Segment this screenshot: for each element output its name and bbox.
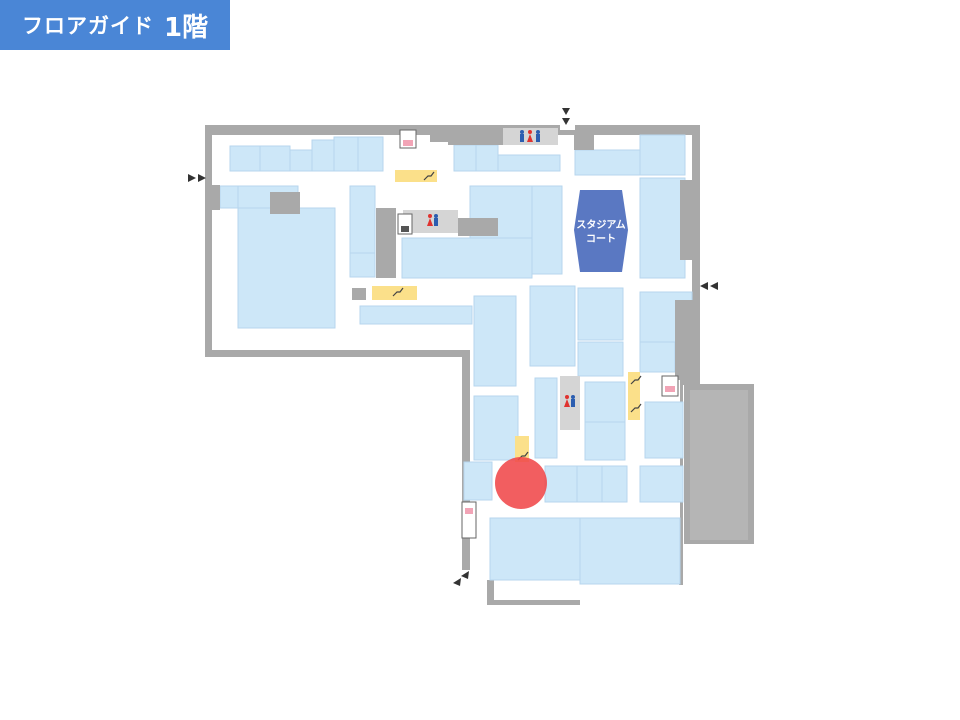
service-block xyxy=(210,185,220,210)
shop-block xyxy=(644,401,684,459)
shop-block xyxy=(574,149,641,176)
shop-block xyxy=(229,145,261,172)
shop-block xyxy=(529,285,576,367)
service-block xyxy=(680,180,700,260)
shop-block xyxy=(584,421,626,461)
shop-block xyxy=(639,134,686,176)
shop-block xyxy=(639,465,684,503)
service-areas xyxy=(210,130,700,380)
shop-block xyxy=(359,305,473,325)
escalator-icon xyxy=(392,287,404,297)
entrance-arrow-icon[interactable] xyxy=(188,174,196,182)
shop-block xyxy=(219,185,239,209)
restroom-male-body xyxy=(434,218,438,226)
shop-block xyxy=(473,295,517,387)
service-block xyxy=(574,130,594,150)
elevator-icon xyxy=(461,501,477,539)
shop-block xyxy=(601,465,628,503)
service-block xyxy=(270,192,300,214)
shop-block xyxy=(463,461,493,501)
shop-block xyxy=(311,139,335,172)
stadium-court-label-line2: コート xyxy=(586,233,616,245)
restroom-male-head xyxy=(520,130,524,134)
restroom-icons xyxy=(427,130,575,407)
shop-block xyxy=(577,341,624,377)
entrance-arrow-icon[interactable] xyxy=(461,571,469,579)
shop-block xyxy=(489,517,581,581)
shop-block xyxy=(357,136,384,172)
restroom-female-body xyxy=(427,218,433,226)
restroom-female-body xyxy=(564,399,570,407)
entrance-arrow-icon[interactable] xyxy=(710,282,718,290)
shop-block xyxy=(639,341,676,373)
facility-icons xyxy=(397,129,679,539)
restroom-male-body xyxy=(520,134,524,142)
entrance-arrow-icon[interactable] xyxy=(562,108,570,115)
escalator-icon xyxy=(423,171,435,181)
entrance-arrow-icon[interactable] xyxy=(700,282,708,290)
restroom-male-body xyxy=(536,134,540,142)
escalator-icon xyxy=(630,403,642,413)
current-location-marker xyxy=(495,457,547,509)
shop-block xyxy=(349,185,376,254)
elevator-icon xyxy=(401,226,409,232)
shop-block xyxy=(473,395,519,461)
elevator-icon xyxy=(403,140,413,146)
shop-block xyxy=(237,207,336,329)
restroom-icon xyxy=(564,395,575,407)
restroom-male-head xyxy=(571,395,575,399)
service-block xyxy=(376,208,396,278)
elevator-icon xyxy=(465,508,473,514)
service-block xyxy=(458,218,498,236)
service-block xyxy=(430,130,448,142)
shop-block xyxy=(259,145,291,172)
stadium-court-shape xyxy=(574,190,628,272)
stadium-court-label-line1: スタジアム xyxy=(576,219,625,231)
restroom-icon xyxy=(520,130,540,142)
restroom-icon xyxy=(427,214,438,226)
shop-block xyxy=(453,144,477,172)
floor-guide-title-text: フロアガイド xyxy=(22,14,154,38)
shop-block xyxy=(544,465,578,503)
shop-block xyxy=(333,136,359,172)
restroom-male-body xyxy=(571,399,575,407)
service-block xyxy=(448,130,503,145)
escalator-block xyxy=(395,170,437,182)
elevator-icon xyxy=(665,386,675,392)
restroom-female-body xyxy=(527,134,533,142)
restroom-male-head xyxy=(434,214,438,218)
entrance-arrows xyxy=(188,108,718,586)
shop-block xyxy=(577,287,624,341)
service-block xyxy=(675,300,695,380)
shop-block xyxy=(584,381,626,423)
shop-block xyxy=(534,377,558,459)
shop-block xyxy=(475,144,499,172)
restroom-female-head xyxy=(528,130,532,134)
entrance-arrow-icon[interactable] xyxy=(453,578,461,586)
stadium-court: スタジアム コート xyxy=(574,190,628,272)
shop-block xyxy=(531,185,563,275)
shops xyxy=(219,134,693,585)
restroom-male-head xyxy=(536,130,540,134)
floor-guide-title: フロアガイド 1階 xyxy=(0,0,230,50)
annex-building-inner xyxy=(690,390,748,540)
entrance-arrow-icon[interactable] xyxy=(562,118,570,125)
floor-number: 1階 xyxy=(164,12,209,43)
restroom-area xyxy=(560,376,580,430)
escalator-block xyxy=(372,286,417,300)
shop-block xyxy=(579,517,681,585)
service-block xyxy=(352,288,366,300)
entrance-arrow-icon[interactable] xyxy=(198,174,206,182)
shop-block xyxy=(576,465,603,503)
restroom-female-head xyxy=(428,214,432,218)
shop-block xyxy=(401,237,533,279)
escalator-icon xyxy=(630,375,642,385)
shop-block xyxy=(639,177,686,279)
shop-block xyxy=(349,252,376,278)
restroom-female-head xyxy=(565,395,569,399)
shop-block xyxy=(289,149,313,172)
shop-block xyxy=(497,154,561,172)
